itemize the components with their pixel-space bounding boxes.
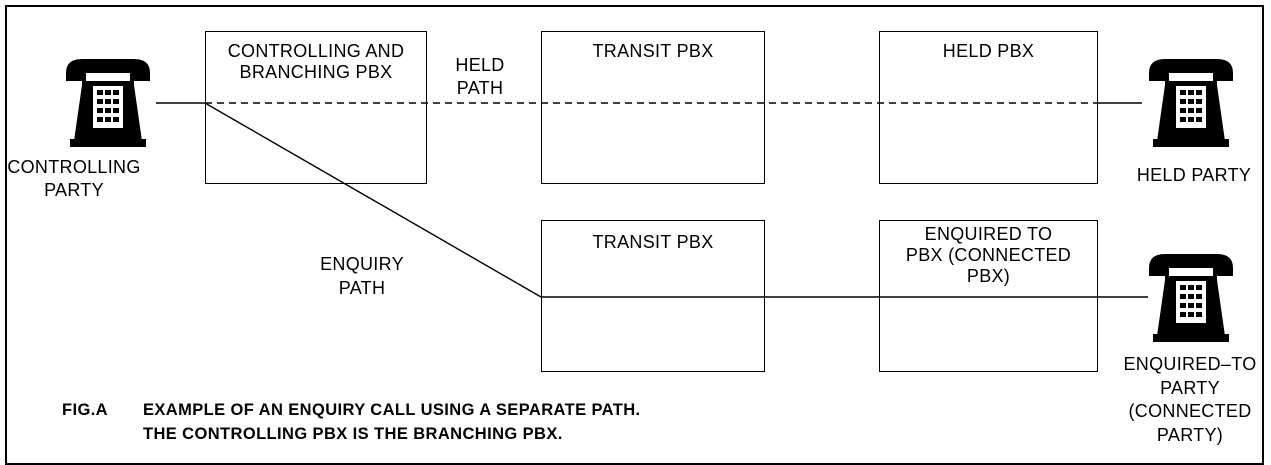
transit-pbx-top-box: [541, 31, 765, 184]
controlling-party-label: CONTROLLING PARTY: [7, 157, 141, 200]
held-path-label: HELD PATH: [455, 55, 505, 98]
telephone-icon: [66, 59, 150, 147]
caption-line-1: EXAMPLE OF AN ENQUIRY CALL USING A SEPAR…: [143, 401, 641, 419]
caption-line-2: THE CONTROLLING PBX IS THE BRANCHING PBX…: [143, 425, 563, 443]
held-pbx-box: [879, 31, 1098, 184]
enquired-pbx-label: ENQUIRED TO PBX (CONNECTED PBX): [905, 224, 1072, 286]
telephone-icon: [1149, 59, 1233, 147]
enquiry-path-label: ENQUIRY PATH: [320, 254, 404, 298]
enquired-party-telephone-icon: [1149, 254, 1233, 342]
enquired-party-label: ENQUIRED–TO PARTY (CONNECTED PARTY): [1123, 354, 1257, 445]
transit-pbx-bottom-label: TRANSIT PBX: [592, 232, 714, 252]
held-pbx-label: HELD PBX: [942, 41, 1035, 61]
controlling-pbx-label: CONTROLLING AND BRANCHING PBX: [227, 41, 405, 82]
controlling-party-telephone-icon: [66, 59, 150, 147]
enquiry-path-diagonal: [204, 102, 542, 298]
connection-lines: [156, 102, 1148, 298]
transit-pbx-top-label: TRANSIT PBX: [592, 41, 714, 61]
transit-pbx-bottom-box: [541, 220, 765, 372]
enquired-to-pbx-box: [879, 220, 1098, 372]
telephone-icon: [1149, 254, 1233, 342]
figure-number: FIG.A: [62, 401, 108, 419]
controlling-branching-pbx-box: [205, 31, 427, 184]
enquiry-call-diagram: CONTROLLING AND BRANCHING PBX TRANSIT PB…: [5, 5, 1264, 465]
held-party-label: HELD PARTY: [1136, 165, 1252, 185]
held-party-telephone-icon: [1149, 59, 1233, 147]
